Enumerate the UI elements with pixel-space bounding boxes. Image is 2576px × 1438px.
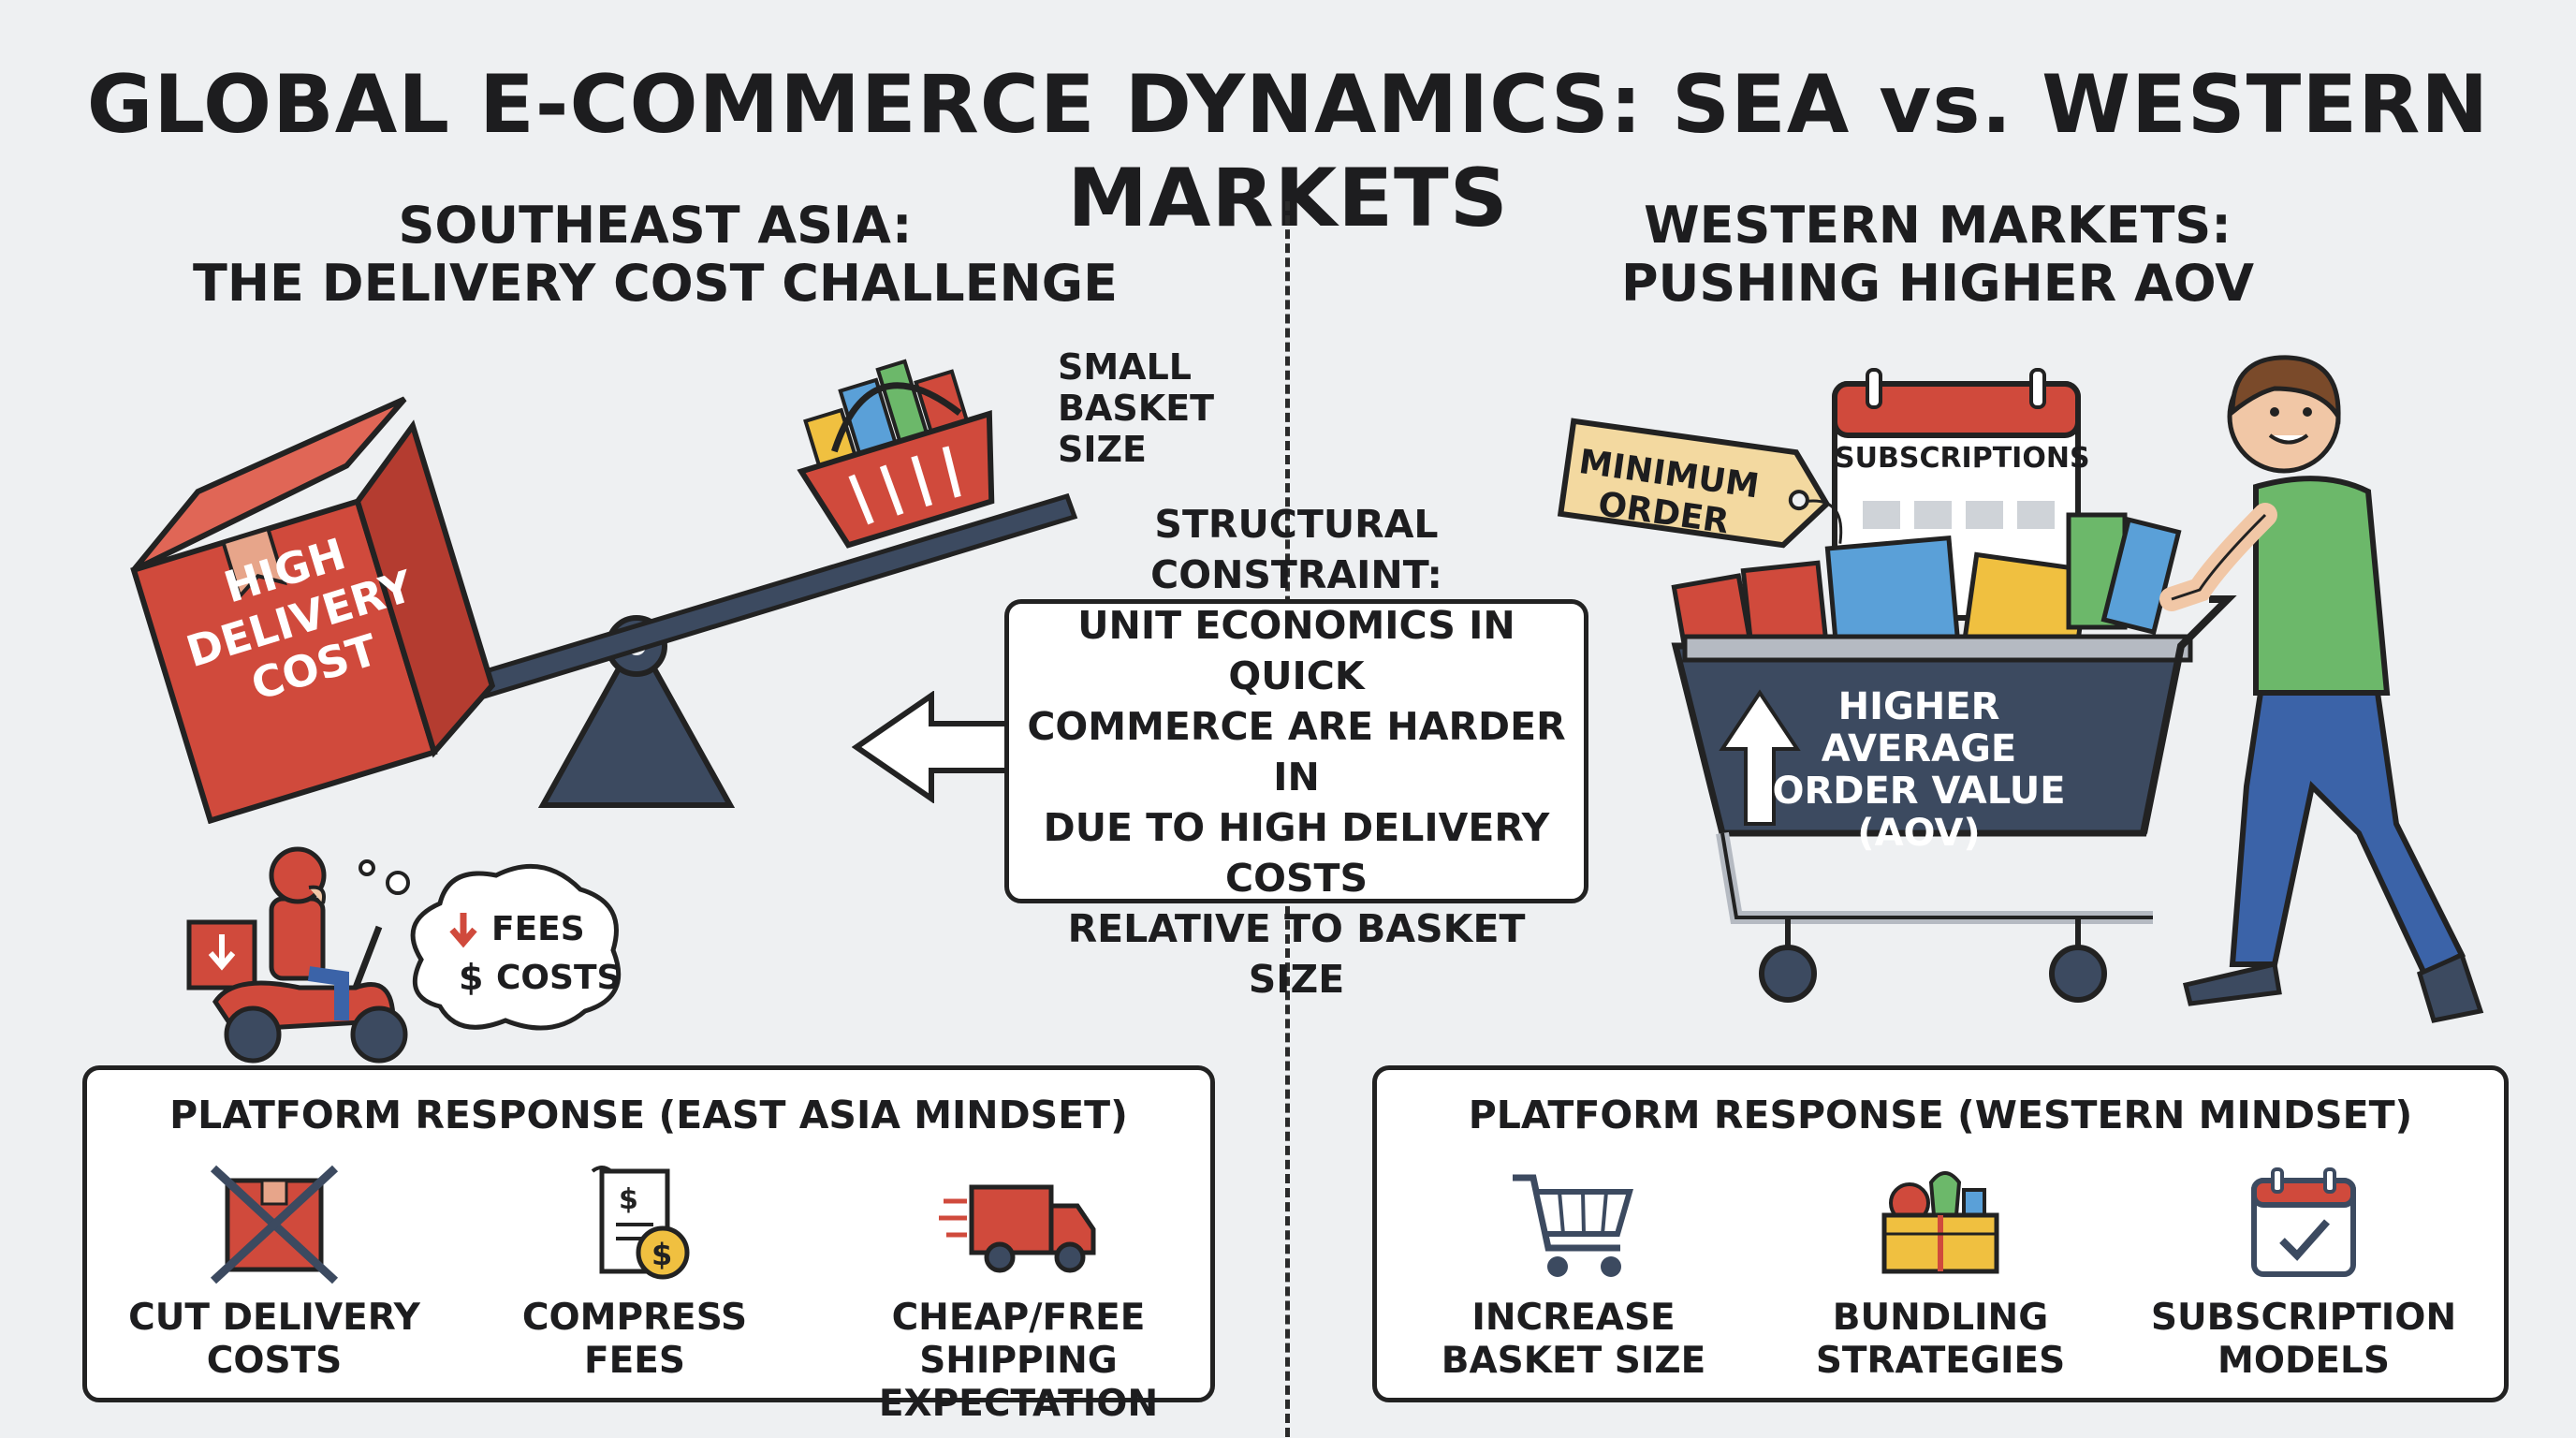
page-title: GLOBAL E-COMMERCE DYNAMICS: SEA vs. WEST…	[86, 58, 2490, 245]
east-asia-response-panel: PLATFORM RESPONSE (EAST ASIA MINDSET) CU…	[82, 1065, 1215, 1425]
cut-delivery-label-2: COSTS	[206, 1340, 343, 1382]
bundling-label-2: STRATEGIES	[1815, 1340, 2066, 1382]
left-arrow-icon	[852, 691, 1014, 803]
callout-line-3: COMMERCE ARE HARDER IN	[1027, 703, 1566, 800]
left-heading-line-1: SOUTHEAST ASIA:	[398, 196, 913, 255]
subscription-label-1: SUBSCRIPTION	[2150, 1297, 2457, 1339]
compress-fees-label-2: FEES	[583, 1340, 685, 1382]
increase-basket-label-1: INCREASE	[1471, 1297, 1676, 1339]
cheap-shipping-label-1: CHEAP/FREE SHIPPING	[891, 1297, 1146, 1382]
right-heading: WESTERN MARKETS: PUSHING HIGHER AOV	[1470, 197, 2406, 313]
small-basket-icon	[797, 359, 995, 549]
calendar-check-icon	[2251, 1167, 2356, 1277]
receipt-dollar-icon: $ $	[591, 1166, 690, 1280]
dollar-icon: $	[459, 957, 484, 998]
compress-fees-label-1: COMPRESS	[521, 1297, 748, 1339]
subscription-models-item: SUBSCRIPTION MODELS	[2144, 1164, 2463, 1383]
basket-label-line-1: SMALL	[1058, 346, 1193, 388]
increase-basket-label-2: BASKET SIZE	[1441, 1340, 1706, 1382]
right-heading-line-2: PUSHING HIGHER AOV	[1620, 254, 2255, 313]
cart-label-line-2: AVERAGE	[1821, 727, 2017, 770]
bubble-costs-text: COSTS	[496, 959, 622, 997]
bundle-basket-icon	[1881, 1171, 1999, 1274]
shopping-cart-illustration	[1557, 355, 2484, 1023]
cart-label-line-3: ORDER VALUE	[1772, 770, 2066, 813]
svg-text:$: $	[619, 1183, 638, 1216]
right-heading-line-1: WESTERN MARKETS:	[1644, 196, 2232, 255]
seesaw-fulcrum	[537, 630, 736, 808]
bubble-fees-text: FEES	[491, 910, 585, 948]
scooter-rider-icon	[186, 846, 408, 1064]
bundling-strategies-item: BUNDLING STRATEGIES	[1781, 1164, 2100, 1383]
callout-line-5: RELATIVE TO BASKET SIZE	[1067, 905, 1526, 1002]
left-heading-line-2: THE DELIVERY COST CHALLENGE	[193, 254, 1118, 313]
seesaw-illustration	[130, 359, 1078, 824]
thought-bubble	[359, 859, 622, 1031]
cart-label-line-4: (AOV)	[1857, 812, 1981, 855]
callout-line-1: STRUCTURAL CONSTRAINT:	[1150, 501, 1442, 597]
higher-aov-label: HIGHER AVERAGE ORDER VALUE (AOV)	[1760, 686, 2078, 855]
crossed-box-icon	[210, 1165, 339, 1284]
increase-basket-size-item: INCREASE BASKET SIZE	[1414, 1164, 1733, 1383]
up-arrow-icon	[1719, 689, 1801, 826]
calendar-subscriptions-label: SUBSCRIPTIONS	[1835, 442, 2090, 475]
svg-text:$: $	[651, 1237, 672, 1272]
callout-line-4: DUE TO HIGH DELIVERY COSTS	[1043, 804, 1550, 901]
western-response-panel: PLATFORM RESPONSE (WESTERN MINDSET) INCR…	[1372, 1065, 2509, 1402]
structural-constraint-callout: STRUCTURAL CONSTRAINT: UNIT ECONOMICS IN…	[1004, 502, 1588, 1002]
left-heading: SOUTHEAST ASIA: THE DELIVERY COST CHALLE…	[187, 197, 1123, 313]
western-panel-title: PLATFORM RESPONSE (WESTERN MINDSET)	[1468, 1093, 2413, 1137]
cheap-shipping-label-2: EXPECTATION	[878, 1383, 1159, 1425]
shopping-cart-icon	[1513, 1174, 1633, 1277]
compress-fees-item: $ $ COMPRESS FEES	[476, 1164, 794, 1383]
basket-label-line-3: SIZE	[1058, 429, 1148, 470]
subscription-label-2: MODELS	[2217, 1340, 2390, 1382]
minimum-order-tag-icon	[1557, 418, 1843, 549]
callout-line-2: UNIT ECONOMICS IN QUICK	[1077, 602, 1515, 698]
small-basket-size-label: SMALL BASKET SIZE	[1058, 346, 1214, 470]
cut-delivery-label-1: CUT DELIVERY	[128, 1297, 420, 1339]
east-asia-panel-title: PLATFORM RESPONSE (EAST ASIA MINDSET)	[169, 1093, 1128, 1137]
basket-label-line-2: BASKET	[1058, 388, 1215, 429]
delivery-truck-icon	[939, 1184, 1096, 1273]
delivery-box-icon	[130, 396, 496, 824]
bundling-label-1: BUNDLING	[1832, 1297, 2049, 1339]
cheap-shipping-item: CHEAP/FREE SHIPPING EXPECTATION	[836, 1164, 1201, 1426]
cart-label-line-1: HIGHER	[1837, 685, 2000, 728]
cut-delivery-costs-item: CUT DELIVERY COSTS	[115, 1164, 433, 1383]
shopper-person-icon	[2159, 355, 2484, 1023]
